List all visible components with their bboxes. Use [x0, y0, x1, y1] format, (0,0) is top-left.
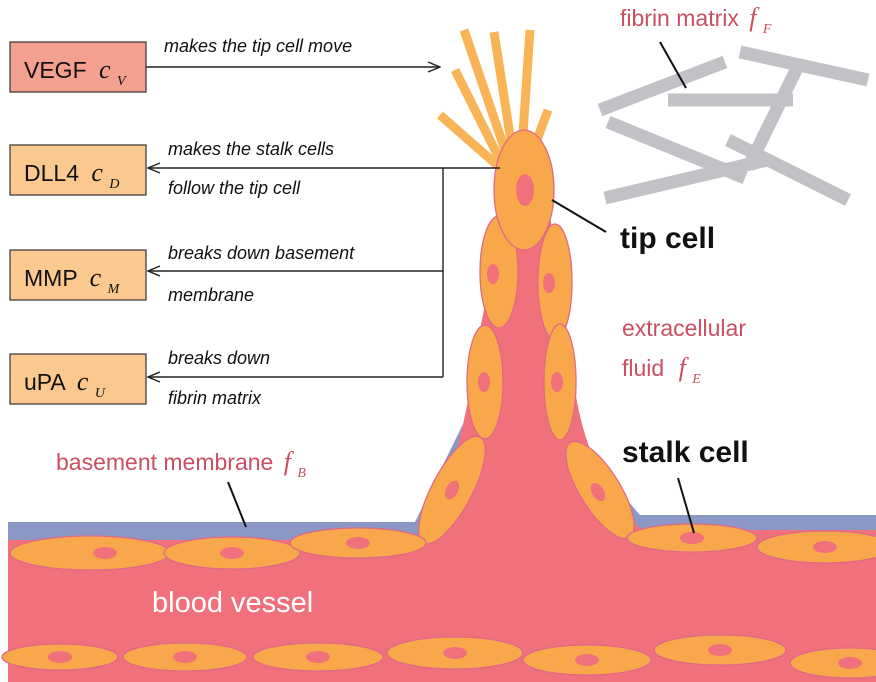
arrow-caption: membrane [168, 285, 254, 305]
basement-membrane-label: basement membrane [56, 449, 273, 475]
factor-subscript: V [117, 74, 127, 89]
stalk-cell [467, 325, 503, 439]
endothelial-cell [290, 528, 426, 558]
fibrin-matrix-label: fibrin matrix [620, 5, 739, 31]
arrow-caption: makes the stalk cells [168, 139, 334, 159]
extracellular-label-line1: extracellular [622, 315, 746, 341]
factor-box-dll4: DLL4 c D [10, 145, 146, 195]
factor-symbol: c [91, 158, 103, 187]
endothelial-cell [164, 537, 300, 569]
svg-text:fluid f E: fluid f E [622, 353, 701, 387]
endothelial-cell [757, 531, 876, 563]
arrow-caption: breaks down [168, 348, 270, 368]
endothelial-cell [123, 643, 247, 671]
fibrin-symbol: f [749, 3, 760, 32]
factor-name: DLL4 [24, 160, 79, 186]
membrane-subscript: B [297, 466, 306, 481]
endothelial-cell [387, 637, 523, 669]
factor-subscript: M [107, 282, 121, 297]
arrow-caption: follow the tip cell [168, 178, 301, 198]
endothelial-cell [2, 644, 118, 670]
fibrin-matrix [600, 52, 868, 200]
svg-text:fibrin matrix f F: fibrin matrix f F [620, 3, 772, 37]
stalk-cell [544, 324, 576, 440]
stalk-cell [538, 224, 572, 340]
factor-symbol: c [77, 367, 89, 396]
factor-box-upa: uPA c U [10, 354, 146, 404]
fibrin-subscript: F [762, 22, 772, 37]
fluid-symbol: f [679, 353, 690, 382]
tip-cell-label: tip cell [620, 222, 715, 255]
arrow-caption: fibrin matrix [168, 388, 262, 408]
endothelial-cell [253, 643, 383, 671]
extracellular-label-line2: fluid [622, 355, 664, 381]
tip-cell [494, 130, 554, 250]
endothelial-cell [523, 645, 651, 675]
membrane-symbol: f [284, 447, 295, 476]
fluid-subscript: E [691, 372, 701, 387]
factor-name: VEGF [24, 57, 87, 83]
svg-text:basement membrane f B: basement membrane f B [56, 447, 306, 481]
factor-symbol: c [99, 55, 111, 84]
arrows [146, 67, 500, 377]
factor-symbol: c [90, 263, 102, 292]
factor-name: uPA [24, 369, 66, 395]
arrow-caption: makes the tip cell move [164, 36, 352, 56]
factor-box-vegf: VEGF c V [10, 42, 146, 92]
arrow-caption: breaks down basement [168, 243, 355, 263]
basement-membrane-leader-line [228, 482, 246, 527]
factor-name: MMP [24, 265, 77, 291]
endothelial-cell [10, 536, 170, 570]
factor-subscript: U [95, 386, 106, 401]
stalk-cell-label: stalk cell [622, 436, 749, 469]
blood-vessel-label: blood vessel [152, 587, 313, 619]
endothelial-cell [654, 635, 786, 665]
factor-subscript: D [108, 177, 119, 192]
factor-box-mmp: MMP c M [10, 250, 146, 300]
